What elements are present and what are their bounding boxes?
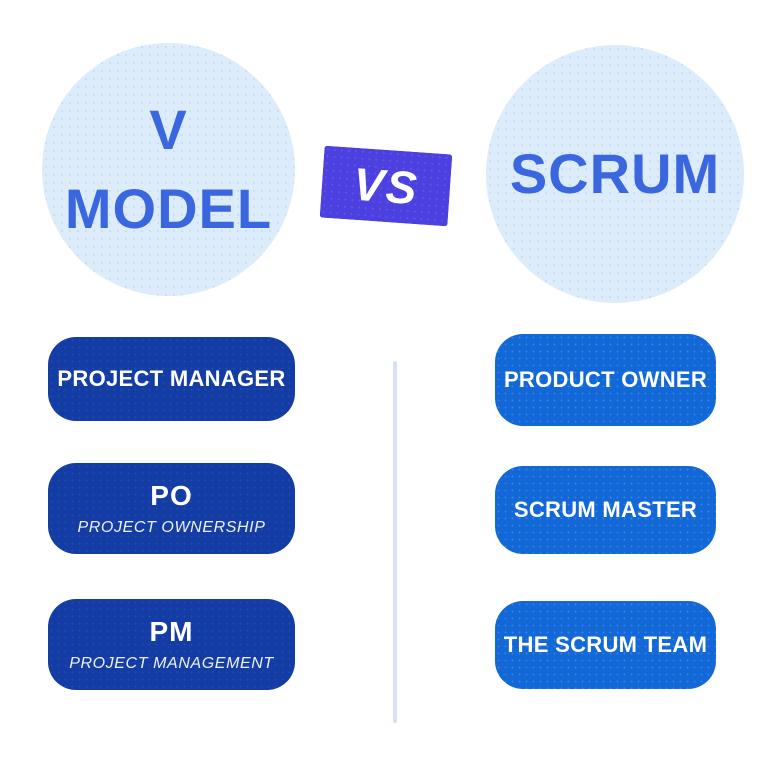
vs-label: VS	[351, 157, 421, 215]
column-divider	[393, 361, 397, 723]
v-model-title: V MODEL	[65, 91, 272, 248]
pill-title: PM	[149, 616, 194, 647]
pill-title: PO	[150, 480, 193, 511]
pill-title: PROJECT MANAGER	[57, 366, 286, 391]
pill-the-scrum-team: THE SCRUM TEAM	[495, 601, 716, 689]
pill-pm-project-management: PM PROJECT MANAGEMENT	[48, 599, 295, 690]
v-model-circle: V MODEL	[42, 43, 295, 296]
pill-po-project-ownership: PO PROJECT OWNERSHIP	[48, 463, 295, 554]
pill-title: SCRUM MASTER	[513, 497, 698, 522]
pill-subtitle: PROJECT OWNERSHIP	[77, 519, 266, 536]
v-model-title-line1: V	[149, 98, 188, 162]
scrum-title: SCRUM	[509, 142, 721, 205]
vs-badge: VS	[319, 145, 453, 227]
scrum-circle: SCRUM	[486, 45, 744, 303]
pill-title: THE SCRUM TEAM	[503, 632, 708, 657]
pill-project-manager: PROJECT MANAGER	[48, 337, 295, 421]
pill-scrum-master: SCRUM MASTER	[495, 466, 716, 554]
v-model-title-line2: MODEL	[64, 176, 273, 240]
pill-product-owner: PRODUCT OWNER	[495, 334, 716, 426]
pill-subtitle: PROJECT MANAGEMENT	[69, 655, 274, 672]
pill-title: PRODUCT OWNER	[503, 367, 708, 392]
